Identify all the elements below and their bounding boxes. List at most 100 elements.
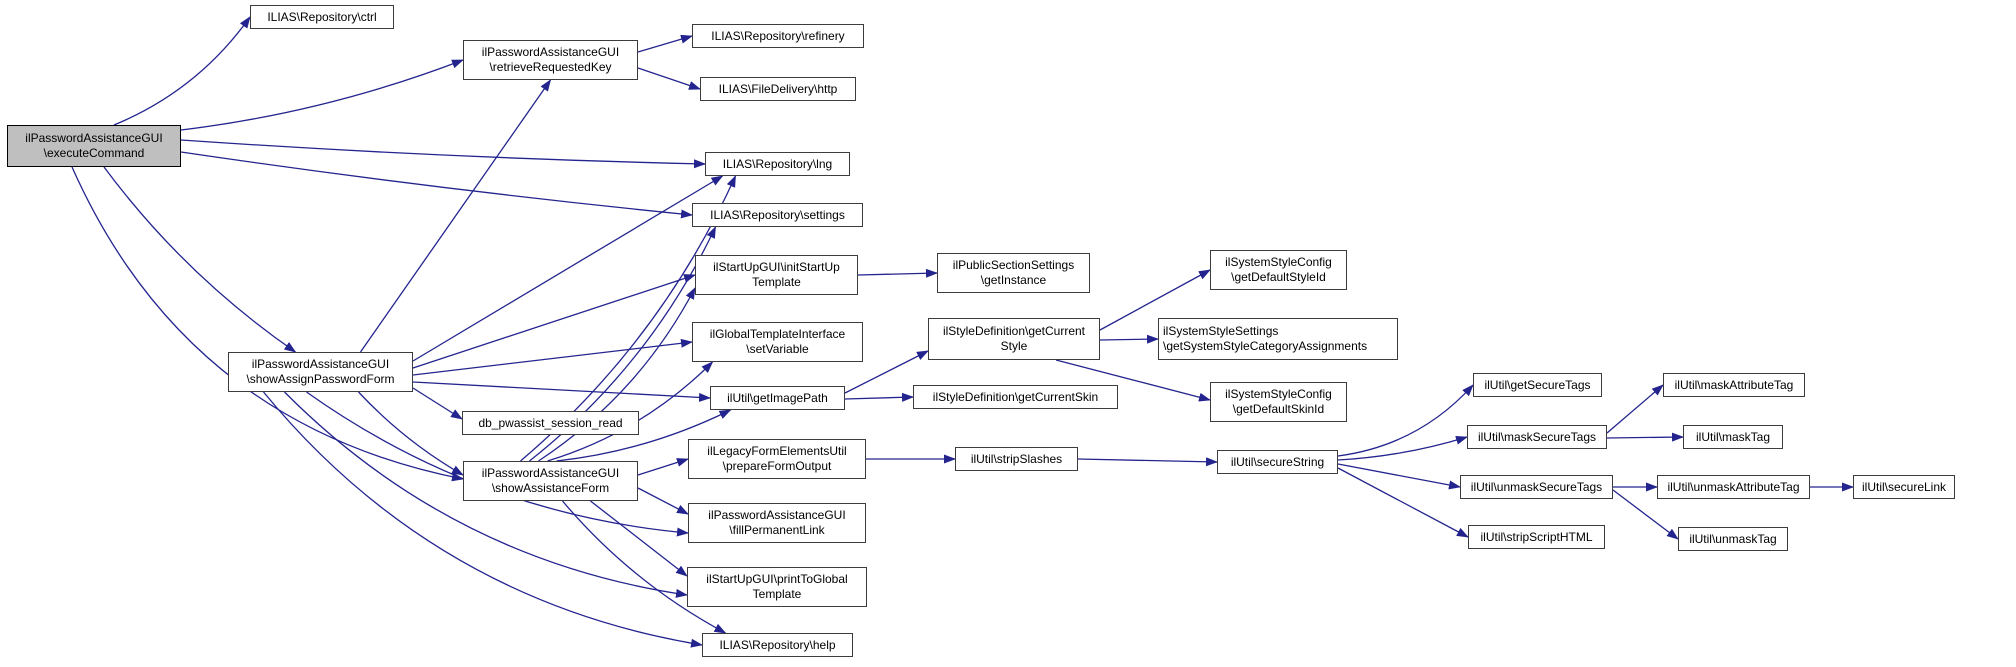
node-label: ilLegacyFormElementsUtil bbox=[707, 444, 847, 458]
node-executeCommand[interactable]: ilPasswordAssistanceGUI\executeCommand bbox=[7, 125, 181, 167]
node-getSecureTags[interactable]: ilUtil\getSecureTags bbox=[1473, 373, 1602, 397]
edges-group bbox=[71, 16, 1854, 648]
node-label: ilPasswordAssistanceGUI bbox=[708, 508, 846, 522]
node-label: ilUtil\maskSecureTags bbox=[1477, 429, 1597, 444]
edge-getImagePath-to-getCurrentStyle bbox=[844, 350, 929, 394]
node-label: ilUtil\stripScriptHTML bbox=[1480, 529, 1593, 544]
node-label: \retrieveRequestedKey bbox=[489, 60, 612, 74]
edge-secureString-to-stripScriptHTML bbox=[1337, 467, 1469, 538]
node-label: db_pwassist_session_read bbox=[478, 415, 623, 430]
edge-getCurrentStyle-to-getDefaultSkinId bbox=[1055, 359, 1211, 402]
edge-showAssistanceForm-to-getImagePath bbox=[556, 409, 732, 462]
node-unmaskAttributeTag[interactable]: ilUtil\unmaskAttributeTag bbox=[1657, 475, 1810, 499]
edge-retrieveRequestedKey-to-refinery bbox=[637, 34, 693, 53]
node-label: ilPasswordAssistanceGUI bbox=[481, 45, 620, 59]
node-secureLink[interactable]: ilUtil\secureLink bbox=[1853, 475, 1955, 499]
edge-secureString-to-maskSecureTags bbox=[1337, 435, 1468, 461]
node-label: ILIAS\Repository\help bbox=[719, 637, 836, 652]
node-label: \setVariable bbox=[746, 342, 809, 356]
edge-maskSecureTags-to-maskAttributeTag bbox=[1606, 384, 1664, 434]
edge-executeCommand-to-ctrl bbox=[113, 16, 251, 126]
node-label: ilStyleDefinition\getCurrentSkin bbox=[932, 389, 1099, 404]
node-showAssignPasswordForm[interactable]: ilPasswordAssistanceGUI\showAssignPasswo… bbox=[228, 352, 413, 392]
node-ctrl[interactable]: ILIAS\Repository\ctrl bbox=[250, 5, 394, 29]
edge-executeCommand-to-showAssignPasswordForm bbox=[103, 166, 297, 353]
node-label: ilStartUpGUI\printToGlobal bbox=[706, 572, 848, 586]
node-secureString[interactable]: ilUtil\secureString bbox=[1217, 450, 1338, 474]
node-stripSlashes[interactable]: ilUtil\stripSlashes bbox=[955, 447, 1078, 471]
node-label: ilSystemStyleSettings bbox=[1163, 324, 1279, 338]
node-label: Template bbox=[752, 587, 802, 601]
node-label: \prepareFormOutput bbox=[722, 459, 832, 473]
edge-unmaskSecureTags-to-unmaskTag bbox=[1612, 489, 1679, 540]
edge-showAssignPasswordForm-to-showAssistanceForm bbox=[358, 391, 464, 476]
node-label: ilPublicSectionSettings bbox=[952, 258, 1075, 272]
node-label: ILIAS\Repository\ctrl bbox=[267, 9, 377, 24]
node-label: ilSystemStyleConfig bbox=[1225, 387, 1332, 401]
edge-showAssignPasswordForm-to-retrieveRequestedKey bbox=[359, 79, 552, 353]
edge-maskSecureTags-to-maskTag bbox=[1606, 432, 1684, 442]
edge-getCurrentStyle-to-getDefaultStyleId bbox=[1099, 269, 1211, 331]
node-label: ilUtil\maskAttributeTag bbox=[1674, 377, 1794, 392]
node-label: ilUtil\getSecureTags bbox=[1484, 377, 1591, 392]
node-label: \getDefaultStyleId bbox=[1231, 270, 1326, 284]
node-refinery[interactable]: ILIAS\Repository\refinery bbox=[692, 24, 864, 48]
node-unmaskSecureTags[interactable]: ilUtil\unmaskSecureTags bbox=[1460, 475, 1613, 499]
node-label: \showAssignPasswordForm bbox=[246, 372, 395, 386]
edge-showAssistanceForm-to-prepareFormOutput bbox=[637, 458, 689, 476]
node-maskTag[interactable]: ilUtil\maskTag bbox=[1683, 425, 1783, 449]
node-maskAttributeTag[interactable]: ilUtil\maskAttributeTag bbox=[1663, 373, 1805, 397]
node-maskSecureTags[interactable]: ilUtil\maskSecureTags bbox=[1467, 425, 1607, 449]
node-label: ILIAS\Repository\refinery bbox=[711, 28, 845, 43]
edge-secureString-to-getSecureTags bbox=[1337, 384, 1474, 457]
edge-showAssistanceForm-to-initStartUpTemplate bbox=[538, 287, 696, 462]
node-label: \getDefaultSkinId bbox=[1232, 402, 1325, 416]
node-unmaskTag[interactable]: ilUtil\unmaskTag bbox=[1678, 527, 1788, 551]
node-http[interactable]: ILIAS\FileDelivery\http bbox=[700, 77, 856, 101]
node-label: \showAssistanceForm bbox=[491, 481, 610, 495]
edge-stripSlashes-to-secureString bbox=[1077, 457, 1218, 467]
node-label: ilUtil\stripSlashes bbox=[970, 451, 1063, 466]
node-label: ilStyleDefinition\getCurrent bbox=[942, 324, 1086, 338]
edge-executeCommand-to-showAssistanceForm bbox=[71, 166, 464, 482]
node-help[interactable]: ILIAS\Repository\help bbox=[702, 633, 853, 657]
edge-showAssignPasswordForm-to-initStartUpTemplate bbox=[412, 274, 696, 369]
node-getCurrentSkin[interactable]: ilStyleDefinition\getCurrentSkin bbox=[913, 385, 1118, 409]
edge-showAssignPasswordForm-to-printToGlobalTemplate bbox=[284, 391, 688, 598]
node-label: \fillPermanentLink bbox=[729, 523, 825, 537]
node-lng[interactable]: ILIAS\Repository\lng bbox=[705, 152, 850, 176]
node-label: Template bbox=[752, 275, 801, 289]
edge-showAssistanceForm-to-printToGlobalTemplate bbox=[590, 500, 688, 577]
node-getDefaultStyleId[interactable]: ilSystemStyleConfig\getDefaultStyleId bbox=[1210, 250, 1347, 290]
node-setVariable[interactable]: ilGlobalTemplateInterface\setVariable bbox=[692, 322, 863, 362]
node-label: ilSystemStyleConfig bbox=[1225, 255, 1332, 269]
node-getImagePath[interactable]: ilUtil\getImagePath bbox=[710, 386, 845, 410]
node-label: Style bbox=[1000, 339, 1028, 353]
node-label: ilUtil\getImagePath bbox=[727, 390, 828, 405]
node-label: ILIAS\FileDelivery\http bbox=[718, 81, 838, 96]
node-showAssistanceForm[interactable]: ilPasswordAssistanceGUI\showAssistanceFo… bbox=[463, 461, 638, 501]
node-label: ilUtil\secureLink bbox=[1861, 479, 1947, 494]
node-fillPermanentLink[interactable]: ilPasswordAssistanceGUI\fillPermanentLin… bbox=[688, 503, 866, 543]
node-getSystemStyleCategoryAssignments[interactable]: ilSystemStyleSettings\getSystemStyleCate… bbox=[1158, 318, 1398, 360]
node-label: ILIAS\Repository\lng bbox=[722, 156, 833, 171]
node-prepareFormOutput[interactable]: ilLegacyFormElementsUtil\prepareFormOutp… bbox=[688, 439, 866, 479]
node-db_pwassist_session_read[interactable]: db_pwassist_session_read bbox=[462, 411, 639, 435]
node-settings[interactable]: ILIAS\Repository\settings bbox=[692, 203, 863, 227]
edge-executeCommand-to-lng bbox=[180, 139, 706, 169]
node-stripScriptHTML[interactable]: ilUtil\stripScriptHTML bbox=[1468, 525, 1605, 549]
edge-executeCommand-to-settings bbox=[180, 151, 693, 219]
node-retrieveRequestedKey[interactable]: ilPasswordAssistanceGUI\retrieveRequeste… bbox=[463, 40, 638, 80]
node-label: \getSystemStyleCategoryAssignments bbox=[1163, 339, 1368, 353]
edge-initStartUpTemplate-to-getInstance bbox=[857, 268, 938, 278]
node-label: \getInstance bbox=[980, 273, 1047, 287]
edge-showAssistanceForm-to-fillPermanentLink bbox=[637, 487, 689, 515]
node-getDefaultSkinId[interactable]: ilSystemStyleConfig\getDefaultSkinId bbox=[1210, 382, 1347, 422]
node-getInstance[interactable]: ilPublicSectionSettings\getInstance bbox=[937, 253, 1090, 293]
node-label: ilUtil\unmaskAttributeTag bbox=[1667, 479, 1800, 494]
